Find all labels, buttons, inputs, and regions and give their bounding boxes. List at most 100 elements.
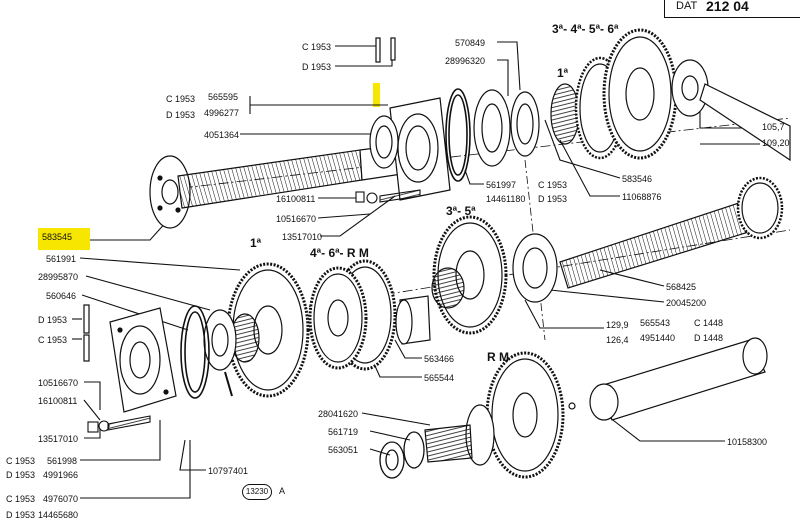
label-p10158300: 10158300 (727, 437, 768, 447)
label-p583545: 583545 (42, 232, 73, 242)
leader-10158300 (599, 409, 725, 442)
leader-565595 (249, 96, 388, 114)
leader-11068876 (559, 139, 620, 197)
label-p20045200: 20045200 (666, 298, 707, 308)
dat-reference-box (664, 0, 800, 18)
leader-4976070 (80, 440, 191, 499)
leader-d1953-a (335, 58, 393, 67)
lower-seal-ring (180, 305, 210, 399)
label-d1953-14461180: D 1953 (538, 194, 568, 204)
label-p109-20: 109,20 (762, 138, 790, 148)
needle-bearing (424, 424, 473, 463)
label-p561991: 561991 (46, 254, 77, 264)
leader-561991 (79, 257, 241, 271)
label-p560646: 560646 (46, 291, 77, 301)
label-p11068876: 11068876 (622, 192, 662, 202)
gear-label-gear-3-5: 3ª- 5ª (446, 204, 476, 218)
upper-seal-ring (445, 88, 471, 182)
leader-28041620 (361, 412, 431, 426)
leader-561719 (369, 430, 411, 441)
label-p561998: 561998 (47, 456, 78, 466)
label-p14461180: 14461180 (486, 194, 526, 204)
leader-28995870 (85, 275, 211, 311)
label-p563466: 563466 (424, 354, 455, 364)
figure-reference: 13230 (242, 484, 272, 500)
top-gear-cluster (550, 28, 791, 162)
leader-583546 (544, 119, 621, 179)
label-c1448-565543: C 1448 (694, 318, 724, 328)
label-p13517010-a: 13517010 (282, 232, 323, 242)
label-c1953-4976070: C 1953 (6, 494, 36, 504)
label-p4951440: 4951440 (640, 333, 676, 343)
label-c1953-561997: C 1953 (538, 180, 568, 190)
gear-label-gears-4-6-r-m: 4ª- 6ª- R M (310, 246, 369, 260)
label-p10797401: 10797401 (208, 466, 249, 476)
leader-565543 (524, 299, 604, 329)
label-p4991966: 4991966 (43, 470, 79, 480)
bolts-upper (355, 189, 421, 204)
lower-flange (109, 307, 177, 413)
label-p28995870: 28995870 (38, 272, 79, 282)
reverse-gear (465, 351, 565, 479)
layshaft-bearing (512, 233, 558, 303)
highlight-marker-top (373, 83, 380, 107)
label-p14465680: 14465680 (38, 510, 79, 520)
label-d1953-14465680: D 1953 (6, 510, 36, 520)
leader-583545 (90, 219, 169, 241)
label-p4976070: 4976070 (43, 494, 79, 504)
dat-label: DAT (676, 0, 698, 12)
leader-561997 (464, 169, 484, 185)
lower-bearing (203, 309, 237, 371)
sleeve-563466 (395, 295, 431, 345)
label-p561997: 561997 (486, 180, 517, 190)
label-p10516670-b: 10516670 (38, 378, 79, 388)
leader-560646 (81, 294, 189, 331)
label-p565544: 565544 (424, 373, 455, 383)
leader-10516670-b (84, 381, 101, 410)
label-p28996320: 28996320 (445, 56, 486, 66)
layshaft (559, 176, 784, 289)
label-p16100811-a: 16100811 (276, 194, 316, 204)
label-p565595: 565595 (208, 92, 239, 102)
label-p10516670-a: 10516670 (276, 214, 317, 224)
bolts-lower (87, 371, 233, 433)
label-c1953-561998: C 1953 (6, 456, 36, 466)
label-d1953-4996277: D 1953 (166, 110, 196, 120)
label-c1953-b: C 1953 (38, 335, 68, 345)
label-p4051364: 4051364 (204, 130, 240, 140)
label-p105-7: 105,7 (762, 122, 785, 132)
label-p570849: 570849 (455, 38, 486, 48)
label-c1953-565595: C 1953 (166, 94, 196, 104)
label-p568425: 568425 (666, 282, 697, 292)
gear-4-6-r-m (308, 259, 397, 371)
label-c1953-a: C 1953 (302, 42, 332, 52)
label-d1953-4991966: D 1953 (6, 470, 36, 480)
leader-20045200 (549, 289, 665, 303)
label-p16100811-b: 16100811 (38, 396, 78, 406)
gear-3-5 (431, 215, 508, 335)
leader-105-7 (699, 110, 760, 129)
label-p561719: 561719 (328, 427, 359, 437)
leader-10797401 (179, 439, 206, 471)
leader-13517010-b (84, 428, 101, 439)
label-d1953-b: D 1953 (38, 315, 68, 325)
label-p126-4: 126,4 (606, 335, 629, 345)
reverse-shaft (568, 337, 768, 421)
label-p129-9: 129,9 (606, 320, 629, 330)
gear-label-gear-1-mid: 1ª (250, 236, 262, 250)
label-p28041620: 28041620 (318, 409, 359, 419)
upper-bearing (473, 89, 540, 167)
leader-13517010-a (320, 195, 396, 237)
gear-label-gear-r-m: R M (487, 350, 509, 364)
leader-563466 (394, 339, 422, 359)
leader-c1953-a (335, 45, 379, 60)
dat-number: 212 04 (706, 0, 749, 14)
label-p13517010-b: 13517010 (38, 434, 79, 444)
label-p4996277: 4996277 (204, 108, 240, 118)
gear-1 (226, 262, 310, 398)
highlight-part-583545 (38, 228, 90, 250)
label-d1448-4951440: D 1448 (694, 333, 724, 343)
leader-570849 (497, 41, 521, 91)
